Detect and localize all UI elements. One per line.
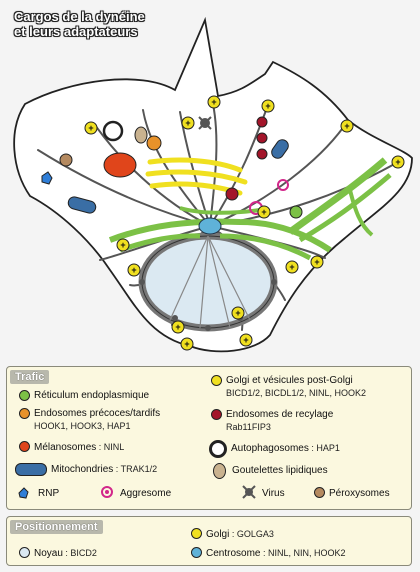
- positionnement-header: Positionnement: [10, 520, 103, 534]
- diagram-title: Cargos de la dynéine et leurs adaptateur…: [14, 9, 145, 39]
- recycling-swatch: [211, 409, 222, 420]
- legend-autophagosome: Autophagosomes : HAP1: [231, 443, 340, 454]
- legend-peroxisome: Péroxysomes: [329, 488, 390, 499]
- aggresome-icon: [99, 485, 115, 499]
- legend-virus: Virus: [262, 488, 285, 499]
- endosome-swatch: [19, 408, 30, 419]
- centrosome-swatch: [191, 547, 202, 558]
- golgi-swatch: [211, 375, 222, 386]
- legend-lipid: Goutelettes lipidiques: [232, 465, 328, 476]
- legend-endosome: Endosomes précoces/tardifs HOOK1, HOOK3,…: [34, 408, 161, 431]
- trafic-legend: Trafic Réticulum endoplasmique Endosomes…: [6, 366, 412, 510]
- centrosome: [198, 217, 222, 235]
- legend-noyau: Noyau : BICD2: [34, 548, 97, 559]
- rnp-icon: [17, 486, 31, 499]
- legend-er: Réticulum endoplasmique: [34, 390, 150, 401]
- noyau-swatch: [19, 547, 30, 558]
- autophagosome-swatch: [209, 440, 227, 458]
- legend-centrosome: Centrosome : NINL, NIN, HOOK2: [206, 548, 346, 559]
- legend-golgi: Golgi et vésicules post-Golgi BICD1/2, B…: [226, 375, 367, 398]
- legend-rnp: RNP: [38, 488, 60, 499]
- golgi-pos-swatch: [191, 528, 202, 539]
- endoplasmic-reticulum: [108, 157, 392, 261]
- trafic-header: Trafic: [10, 370, 50, 384]
- legend-melanosome: Mélanosomes : NINL: [34, 442, 125, 453]
- cargos: [41, 116, 303, 219]
- legend-aggresome: Aggresome: [120, 488, 172, 499]
- mito-swatch: [15, 463, 47, 476]
- legend-golgi-pos: Golgi : GOLGA3: [206, 529, 274, 540]
- lipid-swatch: [213, 463, 226, 479]
- nucleus: [138, 232, 278, 332]
- positionnement-legend: Positionnement Noyau : BICD2 Golgi : GOL…: [6, 516, 412, 566]
- er-swatch: [19, 390, 30, 401]
- peroxisome-swatch: [314, 487, 325, 498]
- melanosome-swatch: [19, 441, 30, 452]
- legend-recycling: Endosomes de recylage Rab11FIP3: [226, 409, 334, 432]
- virus-icon: [241, 484, 257, 500]
- legend-mito: Mitochondries : TRAK1/2: [51, 464, 158, 475]
